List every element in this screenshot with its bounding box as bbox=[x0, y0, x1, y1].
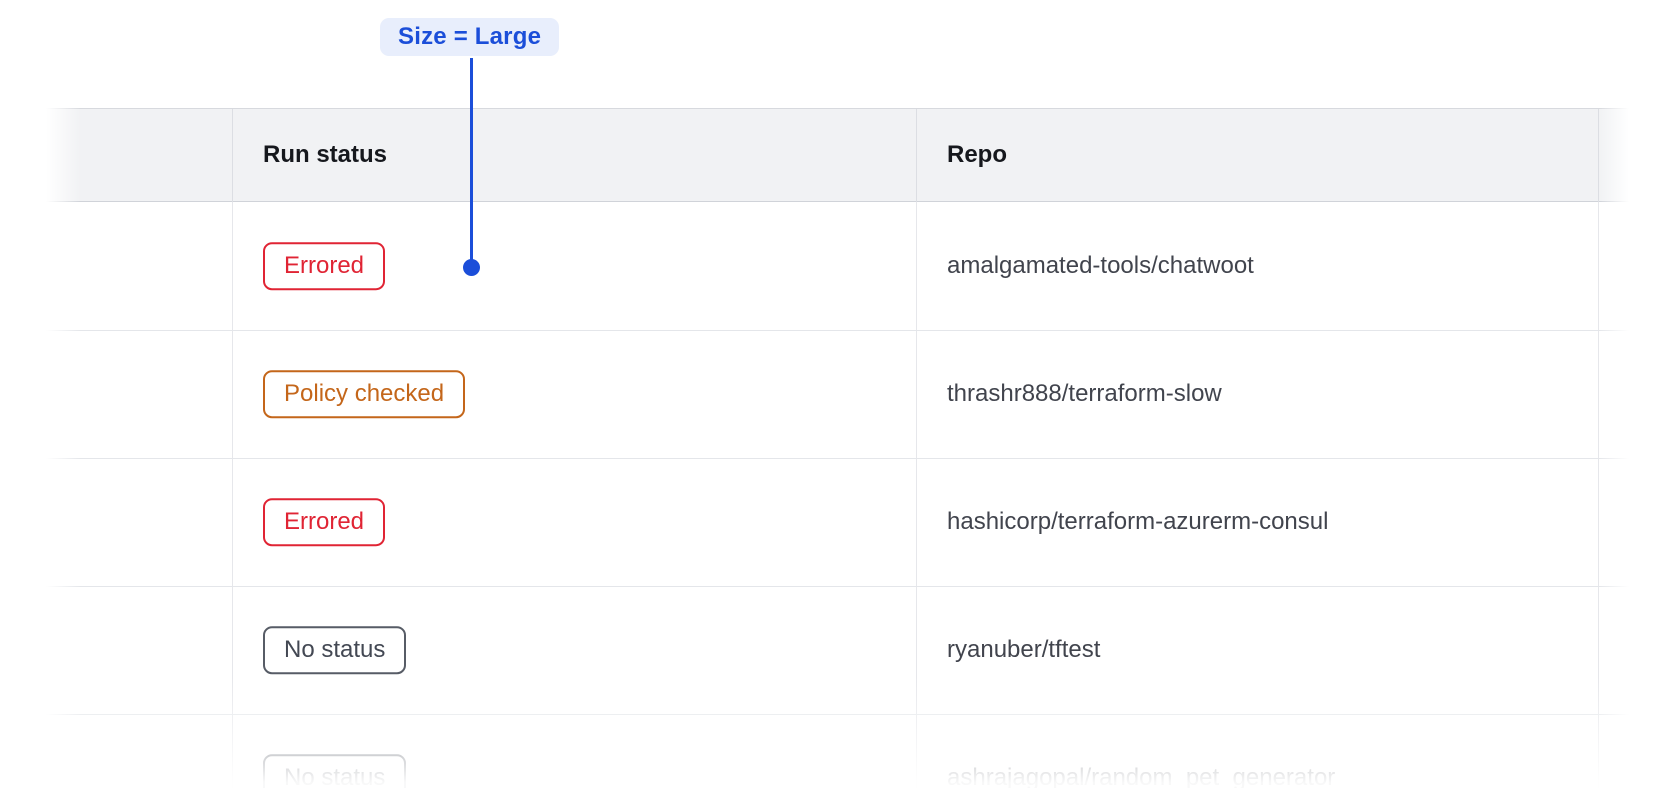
row-divider bbox=[43, 714, 1632, 715]
row-divider bbox=[43, 586, 1632, 587]
table-row[interactable]: Errored hashicorp/terraform-azurerm-cons… bbox=[43, 458, 1632, 586]
repo-cell: ryanuber/tftest bbox=[947, 636, 1101, 663]
run-status-cell: Errored bbox=[263, 242, 386, 290]
annotation-connector-dot bbox=[463, 259, 480, 276]
column-divider bbox=[1598, 109, 1599, 202]
row-divider bbox=[43, 458, 1632, 459]
annotation-connector-line bbox=[470, 58, 473, 260]
table-row[interactable]: Errored amalgamated-tools/chatwoot bbox=[43, 202, 1632, 330]
column-divider bbox=[916, 109, 917, 202]
table-header-row: Run status Repo bbox=[43, 108, 1632, 202]
repo-cell: ashrajagopal/random_pet_generator bbox=[947, 764, 1336, 788]
run-status-badge: No status bbox=[263, 626, 407, 674]
row-divider bbox=[43, 330, 1632, 331]
run-status-cell: Policy checked bbox=[263, 370, 466, 418]
column-header-run-status: Run status bbox=[263, 141, 388, 168]
column-divider bbox=[232, 202, 233, 788]
run-status-badge: Errored bbox=[263, 242, 386, 290]
column-header-repo: Repo bbox=[947, 141, 1007, 168]
run-status-badge: Policy checked bbox=[263, 370, 466, 418]
column-divider bbox=[1598, 202, 1599, 788]
table-row[interactable]: Policy checked thrashr888/terraform-slow bbox=[43, 330, 1632, 458]
repo-cell: hashicorp/terraform-azurerm-consul bbox=[947, 508, 1329, 535]
run-status-badge: No status bbox=[263, 754, 407, 788]
table-row[interactable]: No status ashrajagopal/random_pet_genera… bbox=[43, 714, 1632, 788]
run-status-cell: No status bbox=[263, 626, 407, 674]
table-row[interactable]: No status ryanuber/tftest bbox=[43, 586, 1632, 714]
run-status-cell: Errored bbox=[263, 498, 386, 546]
repo-cell: amalgamated-tools/chatwoot bbox=[947, 252, 1254, 279]
repo-cell: thrashr888/terraform-slow bbox=[947, 380, 1222, 407]
column-divider bbox=[916, 202, 917, 788]
run-status-cell: No status bbox=[263, 754, 407, 788]
column-divider bbox=[232, 109, 233, 202]
size-large-annotation-badge: Size = Large bbox=[380, 18, 560, 56]
run-status-badge: Errored bbox=[263, 498, 386, 546]
